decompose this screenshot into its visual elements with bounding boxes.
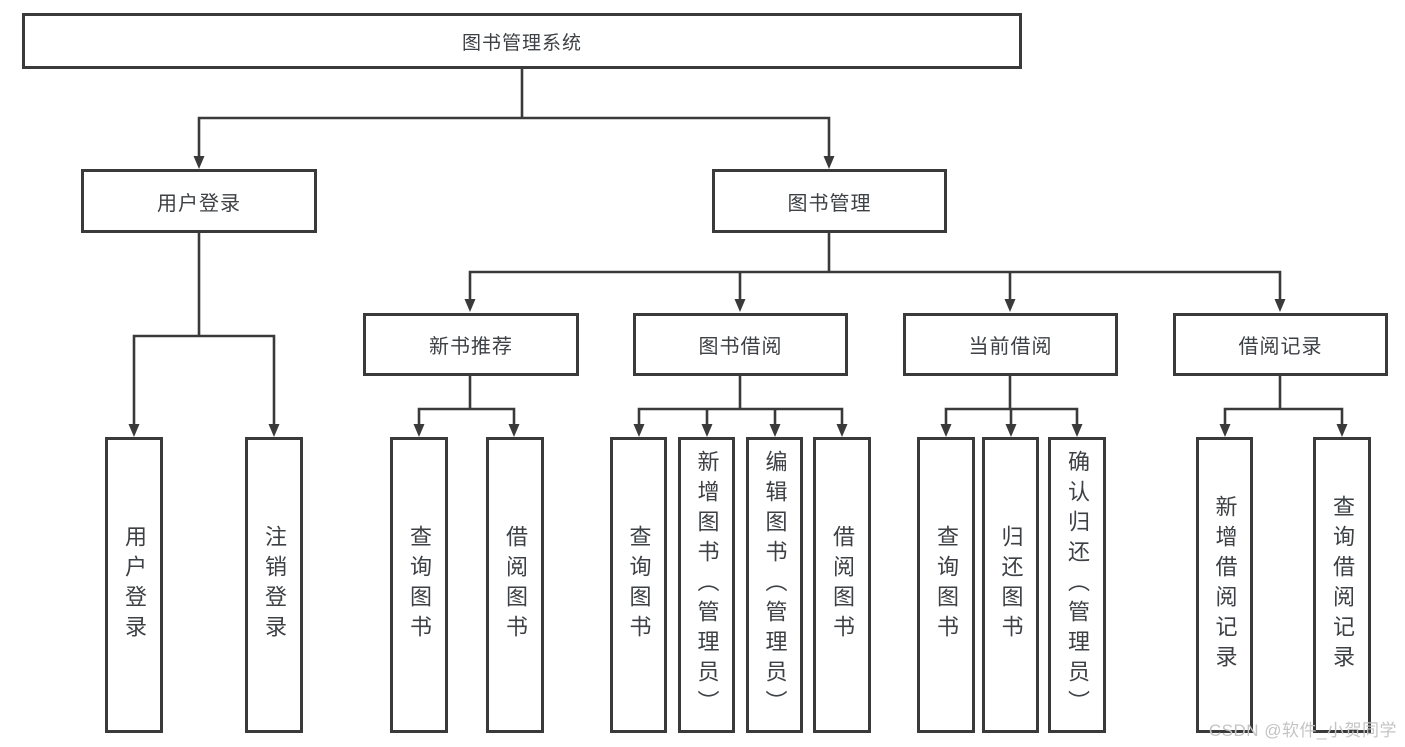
leaf-bb-edit-books-admin: 编辑图书（管理员） [746,437,803,733]
leaf-br-query-record-label: 查询借阅记录 [1330,495,1355,675]
leaf-bb-add-books-admin-label: 新增图书（管理员） [694,450,720,720]
leaf-bb-edit-books-admin-label: 编辑图书（管理员） [762,450,788,720]
leaf-bb-query-books-label: 查询图书 [626,525,652,645]
leaf-nb-query-books: 查询图书 [390,437,448,733]
leaf-br-query-record: 查询借阅记录 [1313,437,1371,733]
node-borrow-record: 借阅记录 [1173,313,1388,376]
leaf-cb-confirm-return-admin: 确认归还（管理员） [1048,437,1106,733]
node-root-label: 图书管理系统 [461,32,582,54]
leaf-br-add-record: 新增借阅记录 [1196,437,1253,733]
node-new-book-rec: 新书推荐 [363,313,579,376]
leaf-cb-return-books: 归还图书 [982,437,1039,733]
leaf-cb-return-books-label: 归还图书 [998,525,1024,645]
csdn-watermark: CSDN @软件_小贺同学 [1208,721,1397,740]
leaf-nb-borrow-books-label: 借阅图书 [503,525,528,645]
leaf-br-add-record-label: 新增借阅记录 [1212,495,1238,675]
node-book-mgmt-label: 图书管理 [787,192,872,215]
leaf-cb-query-books-label: 查询图书 [934,525,959,645]
leaf-cb-confirm-return-admin-label: 确认归还（管理员） [1065,450,1090,720]
node-current-borrow-label: 当前借阅 [968,336,1053,358]
node-current-borrow: 当前借阅 [903,313,1118,376]
node-book-borrow: 图书借阅 [633,313,848,376]
leaf-user-login: 用户登录 [105,437,163,733]
leaf-cb-query-books: 查询图书 [917,437,975,733]
node-new-book-rec-label: 新书推荐 [429,336,513,358]
node-root: 图书管理系统 [22,13,1022,69]
leaf-logout-label: 注销登录 [262,525,287,645]
node-user-login: 用户登录 [81,169,317,233]
leaf-logout: 注销登录 [245,437,303,733]
node-book-mgmt: 图书管理 [712,169,947,233]
node-book-borrow-label: 图书借阅 [698,336,783,358]
leaf-bb-borrow-books-label: 借阅图书 [830,525,855,645]
arrowheads [128,156,1348,437]
leaf-user-login-label: 用户登录 [122,525,147,645]
node-user-login-label: 用户登录 [157,192,241,215]
leaf-bb-borrow-books: 借阅图书 [813,437,871,733]
leaf-bb-query-books: 查询图书 [610,437,667,733]
leaf-nb-borrow-books: 借阅图书 [486,437,544,733]
leaf-nb-query-books-label: 查询图书 [407,525,432,645]
node-borrow-record-label: 借阅记录 [1238,336,1323,358]
leaf-bb-add-books-admin: 新增图书（管理员） [678,437,735,733]
